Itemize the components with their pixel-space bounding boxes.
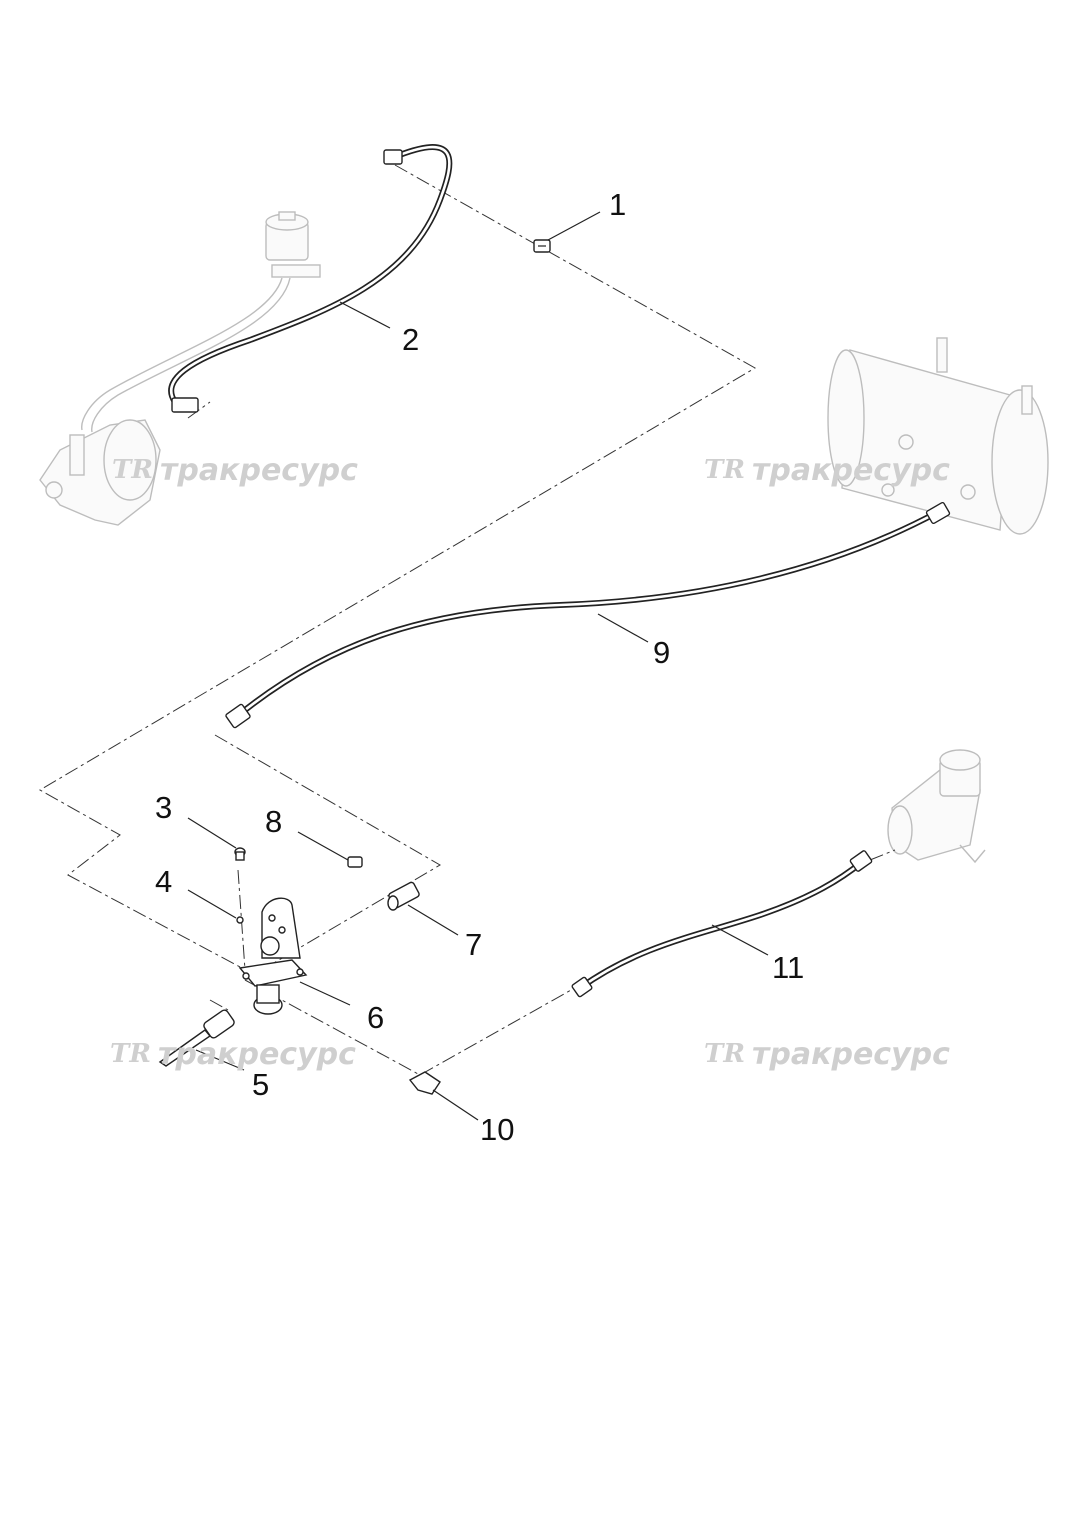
master-cylinder-context — [39, 211, 321, 526]
part-8-adapter — [347, 856, 363, 868]
watermark-logo: TR — [704, 455, 745, 485]
watermark-text: тракресурс — [158, 1037, 356, 1072]
part-1-fitting — [533, 239, 551, 253]
hose-9 — [225, 501, 951, 729]
callout-5: 5 — [252, 1067, 269, 1102]
watermark-text: тракресурс — [752, 453, 950, 488]
part-4-washer — [236, 916, 244, 924]
callout-7: 7 — [465, 927, 482, 962]
hose-2 — [168, 144, 453, 413]
part-6-brake-valve — [238, 897, 308, 1015]
callout-3: 3 — [155, 790, 172, 825]
callout-9: 9 — [653, 635, 670, 670]
watermark-text: тракресурс — [160, 453, 358, 488]
callout-1: 1 — [609, 187, 626, 222]
leader-lines — [187, 211, 769, 1121]
watermark-top-left: TR тракресурс — [112, 453, 358, 488]
callout-10: 10 — [480, 1112, 514, 1147]
callout-2: 2 — [402, 322, 419, 357]
watermark-logo: TR — [704, 1039, 745, 1069]
part-3-bolt — [234, 847, 246, 861]
watermark-logo: TR — [112, 455, 153, 485]
callout-4: 4 — [155, 864, 172, 899]
part-7-fitting — [387, 881, 420, 911]
hose-11 — [571, 850, 873, 998]
slave-cylinder-context — [887, 749, 986, 864]
part-5-sensor — [158, 1009, 235, 1067]
air-tank-context — [827, 337, 1049, 535]
watermark-top-right: TR тракресурс — [704, 453, 950, 488]
part-10-elbow — [408, 1071, 441, 1095]
callout-11: 11 — [772, 950, 804, 985]
watermark-bottom-left: TR тракресурс — [110, 1037, 356, 1072]
callout-6: 6 — [367, 1000, 384, 1035]
watermark-logo: TR — [110, 1039, 151, 1069]
callout-8: 8 — [265, 804, 282, 839]
watermark-text: тракресурс — [752, 1037, 950, 1072]
watermark-bottom-right: TR тракресурс — [704, 1037, 950, 1072]
